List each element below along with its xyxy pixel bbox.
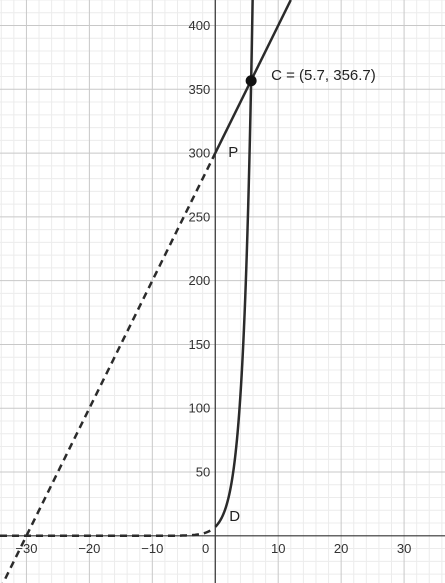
x-tick-label: 30 [397, 541, 411, 556]
y-tick-label: 250 [189, 209, 211, 224]
y-tick-label: 350 [189, 82, 211, 97]
points: C = (5.7, 356.7) P D [228, 67, 376, 525]
y-tick-label: 100 [189, 401, 211, 416]
x-tick-label: −30 [15, 541, 37, 556]
y-tick-label: 400 [189, 18, 211, 33]
x-tick-label: 10 [271, 541, 285, 556]
y-tick-label: 150 [189, 337, 211, 352]
exponential-curve-solid [214, 0, 254, 528]
tangent-line-dashed [1, 152, 217, 583]
y-tick-label: 50 [196, 465, 210, 480]
point-c-label: C = (5.7, 356.7) [271, 67, 376, 84]
y-tick-label: 200 [189, 273, 211, 288]
x-tick-label: 0 [202, 541, 209, 556]
y-tick-label: 300 [189, 146, 211, 161]
x-tick-label: −10 [141, 541, 163, 556]
point-c [245, 75, 257, 87]
exponential-curve-dashed [0, 527, 215, 538]
x-tick-label: 20 [334, 541, 348, 556]
x-tick-label: −20 [78, 541, 100, 556]
tick-labels: −30 −20 −10 0 10 20 30 50 100 150 200 250 300 350 400 [15, 18, 411, 556]
point-d-label: D [229, 508, 240, 525]
curves [0, 0, 292, 583]
point-p-label: P [228, 144, 238, 161]
